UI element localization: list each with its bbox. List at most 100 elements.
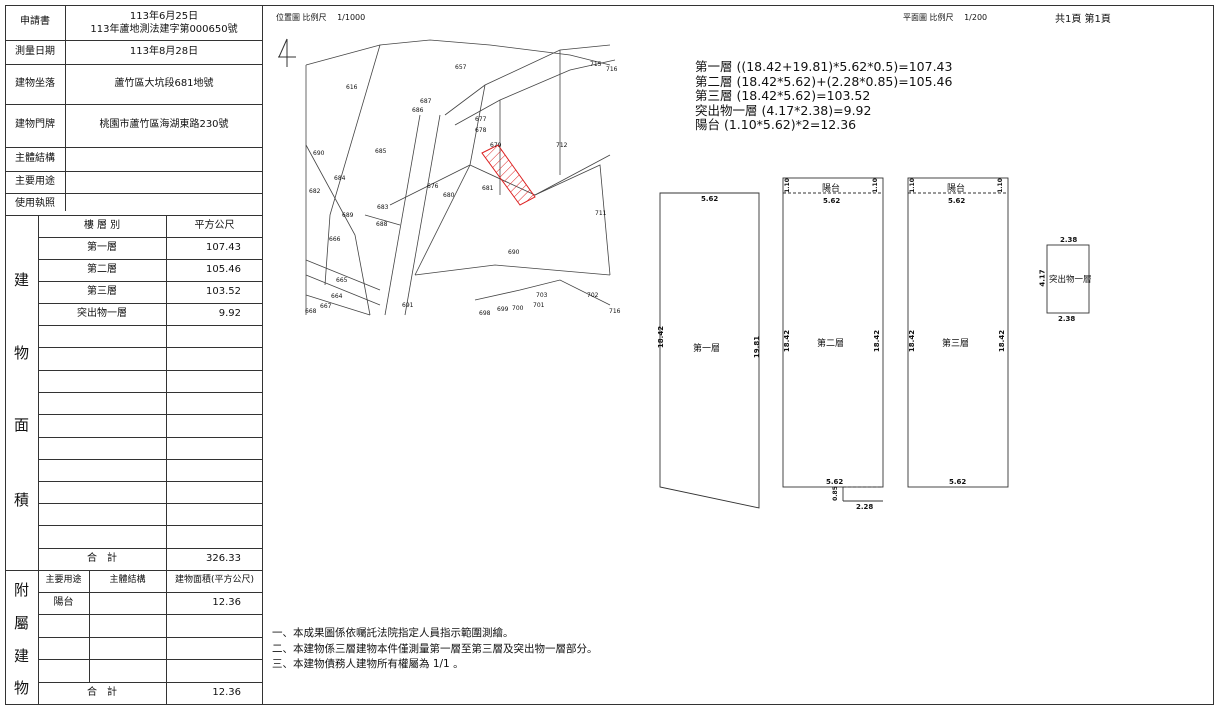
parcel-number: 657 [455,64,467,71]
formula-line: 陽台 (1.10*5.62)*2=12.36 [695,117,857,133]
survey-info-table: 申請書 113年6月25日 113年蘆地測法建字第000650號 測量日期 11… [5,5,263,705]
f2-label: 第二層 [817,339,845,349]
floor-column-header: 樓 層 別 [83,219,121,231]
annex-side-char-1: 附 [13,580,29,599]
parcel-lines [305,39,616,316]
parcel-number: 690 [313,150,325,157]
plan-scale: 1/200 [964,13,988,22]
formula-line: 第一層 ((18.42+19.81)*5.62*0.5)=107.43 [695,59,953,74]
annex-area-header: 建物面積(平方公尺) [174,575,255,586]
parcel-number: 679 [490,142,502,149]
f2-balcony-left-dim: 1.10 [783,178,791,193]
annex-use-header: 主要用途 [45,575,82,586]
floor-area: 105.46 [206,263,241,275]
annex-side-char-3: 建 [13,646,29,665]
p1-left-dim: 4.17 [1038,269,1047,287]
annex-use: 陽台 [53,596,74,608]
p1-label: 突出物一層 [1049,275,1092,285]
survey-notes: 一、本成果圖係依囑託法院指定人員指示範圍測繪。 二、本建物係三層建物本件僅測量第… [272,626,598,673]
location-map [278,38,616,316]
p1-top-dim: 2.38 [1060,236,1078,244]
f2-right-dim: 18.42 [873,329,882,353]
location-map-label: 位置圖 比例尺 [276,13,327,22]
location-map-title: 位置圖 比例尺 1/1000 [276,12,365,23]
area-side-char-4: 積 [13,490,29,509]
parcel-number: 685 [375,148,387,155]
floor-area: 107.43 [206,241,241,253]
parcel-number: 702 [587,292,599,299]
parcel-number: 681 [482,185,494,192]
area-formulas: 第一層 ((18.42+19.81)*5.62*0.5)=107.43 第二層 … [695,59,953,133]
area-column-header: 平方公尺 [194,219,235,231]
parcel-number: 691 [402,302,414,309]
plan-label: 平面圖 比例尺 [903,13,954,22]
f2-ext-width-dim: 2.28 [856,503,874,511]
parcel-number: 716 [609,308,621,315]
annex-total-value: 12.36 [212,687,241,699]
floor-name: 第三層 [87,285,117,297]
apply-label: 申請書 [20,16,50,28]
parcel-number: 616 [346,84,358,91]
door-value: 桃園市蘆竹區海湖東路230號 [99,119,229,131]
parcel-number: 677 [475,116,487,123]
protrusion-outline [1046,244,1090,314]
f2-bottom-dim: 5.62 [826,478,844,486]
f2-left-dim: 18.42 [783,329,792,353]
page-frame [5,5,1214,705]
area-side-char-1: 建 [13,270,29,289]
formula-line: 第三層 (18.42*5.62)=103.52 [695,88,871,104]
floor-name: 第一層 [87,241,117,253]
structure-label: 主體結構 [15,152,55,164]
parcel-number: 689 [342,212,354,219]
annex-structure-header: 主體結構 [109,575,146,586]
parcel-number: 686 [412,107,424,114]
parcel-number: 665 [336,277,348,284]
parcel-number: 683 [377,204,389,211]
parcel-number: 667 [320,303,332,310]
annex-total-label: 合 計 [87,687,117,699]
f3-balcony-label: 陽台 [947,184,966,194]
formula-line: 突出物一層 (4.17*2.38)=9.92 [695,102,872,118]
annex-side-char-4: 物 [13,678,29,697]
p1-bottom-dim: 2.38 [1058,315,1076,323]
note-line: 二、本建物係三層建物本件僅測量第一層至第三層及突出物一層部分。 [272,642,598,655]
f2-top-dim: 5.62 [823,197,841,205]
parcel-number: 698 [479,310,491,317]
parcel-number: 687 [420,98,432,105]
parcel-number: 678 [475,127,487,134]
parcel-number: 680 [443,192,455,199]
location-map-scale: 1/1000 [337,13,366,22]
page-number: 共1頁 第1頁 [1055,14,1111,25]
parcel-number: 688 [376,221,388,228]
parcel-number: 699 [497,306,509,313]
parcel-number: 716 [606,66,618,73]
f2-balcony-label: 陽台 [822,184,841,194]
f3-left-dim: 18.42 [908,329,917,353]
floor-name: 第二層 [87,263,117,275]
use-label: 主要用途 [15,175,55,187]
floor-area: 9.92 [218,307,241,319]
door-label: 建物門牌 [15,119,55,131]
floor-3-outline [907,177,1009,488]
annex-area: 12.36 [212,596,241,608]
parcel-number: 690 [508,249,520,256]
apply-date: 113年6月25日 [129,11,199,22]
apply-number: 113年蘆地測法建字第000650號 [90,23,238,35]
parcel-number: 701 [533,302,545,309]
parcel-number: 664 [331,293,343,300]
f1-top-dim: 5.62 [701,195,719,203]
location-label: 建物坐落 [15,77,55,89]
survey-date-label: 測量日期 [15,45,55,57]
parcel-number: 700 [512,305,524,312]
floor-1-outline [659,192,760,509]
floor-area: 103.52 [206,285,241,297]
f2-balcony-right-dim: 1.10 [871,178,879,193]
floor-name: 突出物一層 [77,307,127,319]
f1-label: 第一層 [693,344,721,354]
floor-2-outline [782,177,884,488]
permit-label: 使用執照 [15,197,55,209]
survey-date-value: 113年8月28日 [129,45,199,57]
note-line: 一、本成果圖係依囑託法院指定人員指示範圍測繪。 [272,627,514,639]
parcel-number: 666 [329,236,341,243]
